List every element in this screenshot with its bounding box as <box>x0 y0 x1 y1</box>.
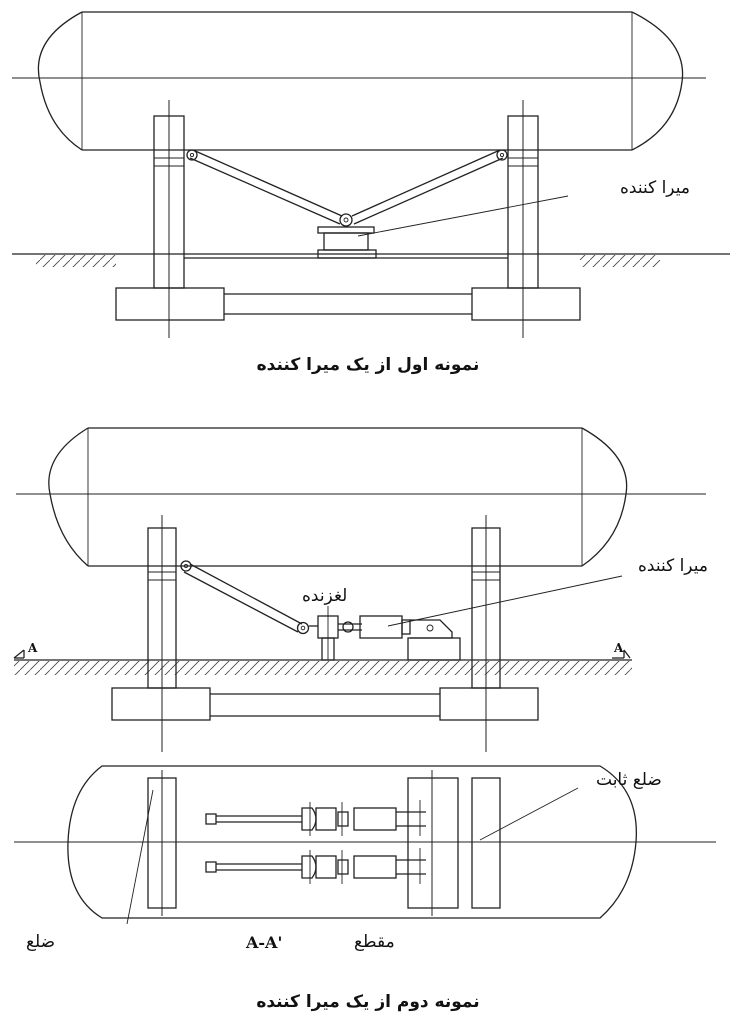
vessel-left-head <box>37 11 83 151</box>
section-outline <box>67 765 638 919</box>
damper-2 <box>338 615 461 661</box>
slider-block <box>317 606 339 661</box>
base-pad-left-2 <box>111 687 211 721</box>
side-label: ضلع <box>26 932 56 952</box>
damper-label-2: میرا کننده <box>638 556 708 576</box>
frame-right <box>407 777 459 909</box>
section-word-label: مقطع <box>354 932 395 952</box>
section-marker-left-label: A <box>28 641 38 655</box>
section-marker-left <box>13 649 25 659</box>
fixed-side-label: ضلع ثابت <box>596 770 662 790</box>
damper-label-1: میرا کننده <box>620 178 690 198</box>
vessel-right-head <box>631 11 684 151</box>
slider-label: لغزنده <box>302 586 348 606</box>
fixed-side-plate <box>471 777 501 909</box>
damper-2-leader <box>387 575 623 627</box>
slider-linkage <box>180 560 318 635</box>
figure-3-section-view <box>14 765 716 925</box>
v-linkage <box>186 149 508 227</box>
figure-1-pipe-support <box>12 11 730 338</box>
damper-row-upper <box>205 800 426 836</box>
vessel-left-head-2 <box>48 427 89 567</box>
damper-1 <box>317 226 377 259</box>
vessel-right-head-2 <box>581 427 628 567</box>
ground-hatch-right <box>580 255 660 267</box>
section-marker-right <box>612 649 631 659</box>
section-marker-right-label: A <box>614 641 624 655</box>
damper-1-leader <box>357 195 569 237</box>
base-pad-right-2 <box>439 687 539 721</box>
base-pad-right <box>471 287 581 321</box>
damper-row-lower <box>205 848 426 884</box>
section-name-label: A-A' <box>246 933 283 952</box>
vessel-body <box>82 11 632 151</box>
caption-figure-2: نمونه دوم از یک میرا کننده <box>256 992 480 1012</box>
figure-2-pipe-support <box>13 427 706 752</box>
ground-hatch-2 <box>14 661 632 675</box>
side-plate-left-leader <box>126 789 154 925</box>
base-pad-left <box>115 287 225 321</box>
fixed-side-leader <box>479 787 579 841</box>
caption-figure-1: نمونه اول از یک میرا کننده <box>256 355 480 375</box>
ground-hatch-left <box>36 255 116 267</box>
